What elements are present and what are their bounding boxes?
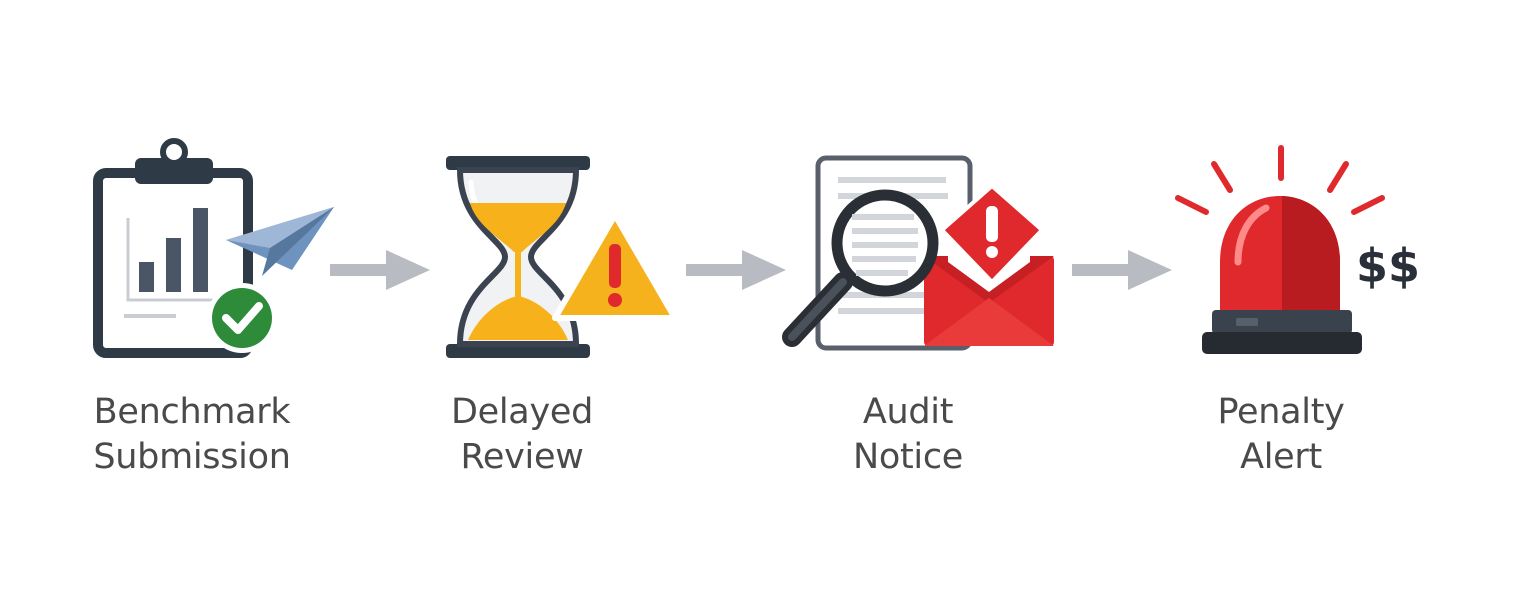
right-arrow-icon [686,250,786,290]
step-label-line1: Audit [862,392,954,432]
step-label-line2: Submission [93,437,291,477]
step-label-line2: Alert [1240,437,1322,477]
step-label-benchmark-submission: Benchmark Submission [42,390,342,480]
step-label-audit-notice: Audit Notice [758,390,1058,480]
right-arrow-icon [330,250,430,290]
step-label-line1: Delayed [450,392,594,432]
right-arrow-icon [1072,250,1172,290]
magnifier-document-envelope-alert-icon [782,155,1054,351]
hourglass-warning-icon [446,156,678,358]
step-label-line1: Penalty [1217,392,1345,432]
clipboard-chart-paper-plane-check-icon [93,138,334,358]
siren-dollar-icon: $$ [1175,145,1420,354]
step-label-delayed-review: Delayed Review [372,390,672,480]
step-label-penalty-alert: Penalty Alert [1131,390,1431,480]
step-label-line1: Benchmark [93,392,291,432]
step-label-line2: Notice [852,437,964,477]
step-label-line2: Review [460,437,584,477]
dollar-sign-text: $$ [1356,239,1420,293]
